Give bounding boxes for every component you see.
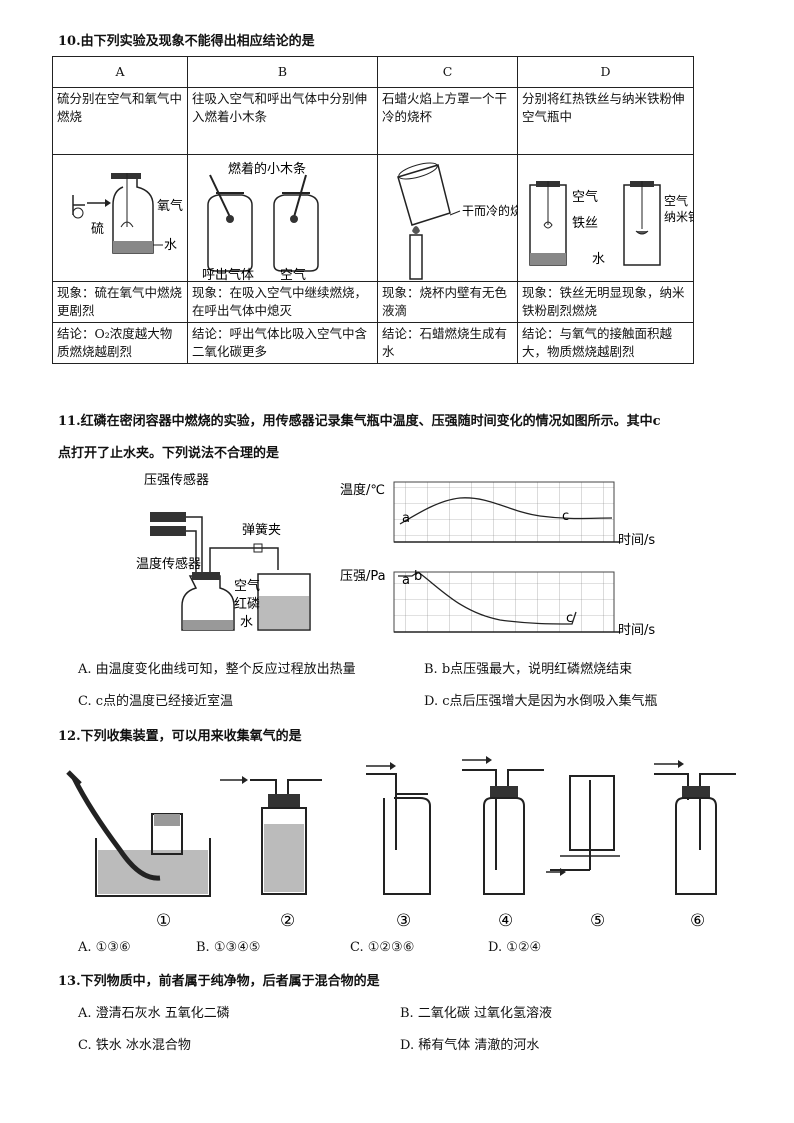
label-water-d: 水 <box>592 252 605 267</box>
temp-point-a: a <box>402 511 410 526</box>
q12-option-a: A. ①③⑥ <box>78 940 131 955</box>
label-6: ⑥ <box>690 911 705 930</box>
phenomenon-a: 现象：硫在氧气中燃烧更剧烈 <box>52 281 188 323</box>
label-2: ② <box>280 911 295 930</box>
press-ylabel: 压强/Pa <box>340 569 386 584</box>
q12-option-c: C. ①②③⑥ <box>350 940 415 955</box>
q13-option-b: B. 二氧化碳 过氧化氢溶液 <box>400 1006 552 1021</box>
q12-option-d: D. ①②④ <box>488 940 542 955</box>
q11-option-d: D. c点后压强增大是因为水倒吸入集气瓶 <box>424 694 658 709</box>
temp-xlabel: 时间/s <box>618 533 655 548</box>
label-3: ③ <box>396 911 411 930</box>
phenomenon-b: 现象：在吸入空气中继续燃烧，在呼出气体中熄灭 <box>187 281 378 323</box>
press-point-a: a <box>402 573 410 588</box>
q13-title: 13.下列物质中，前者属于纯净物，后者属于混合物的是 <box>58 974 380 989</box>
header-a: A <box>52 56 188 88</box>
label-temp-sensor: 温度传感器 <box>136 556 201 572</box>
label-spring-clip: 弹簧夹 <box>242 522 281 538</box>
desc-c: 石蜡火焰上方罩一个干冷的烧杯 <box>377 87 518 155</box>
phenomenon-c: 现象：烧杯内壁有无色液滴 <box>377 281 518 323</box>
candle-beaker-diagram: 干而冷的烧杯 <box>397 162 518 280</box>
figure-a: 氧气 硫 水 <box>52 154 188 282</box>
wooden-stick-diagram: 燃着的小木条 呼出气体 空气 <box>202 161 319 281</box>
conclusion-d: 结论：与氧气的接触面积越大，物质燃烧越剧烈 <box>517 322 694 364</box>
apparatus-2 <box>220 776 322 895</box>
temp-ylabel: 温度/℃ <box>340 482 385 498</box>
header-d: D <box>517 56 694 88</box>
phenomenon-d: 现象：铁丝无明显现象，纳米铁粉剧烈燃烧 <box>517 281 694 323</box>
label-oxygen: 氧气 <box>157 198 183 214</box>
label-pressure-sensor: 压强传感器 <box>144 472 209 488</box>
temp-point-c: c <box>562 509 569 524</box>
q10-title: 10.由下列实验及现象不能得出相应结论的是 <box>58 34 315 49</box>
label-1: ① <box>156 911 171 930</box>
conclusion-c: 结论：石蜡燃烧生成有水 <box>377 322 518 364</box>
label-red-phosphorus: 红磷 <box>234 596 260 612</box>
label-nano-iron: 纳米铁粉 <box>664 210 694 224</box>
press-point-c: c <box>566 611 573 626</box>
q13-option-a: A. 澄清石灰水 五氧化二磷 <box>78 1006 230 1021</box>
press-xlabel: 时间/s <box>618 623 655 638</box>
label-dry-cold-beaker: 干而冷的烧杯 <box>462 203 518 218</box>
label-air-b: 空气 <box>280 267 306 281</box>
label-sulfur: 硫 <box>91 222 104 237</box>
red-phosphorus-apparatus: 压强传感器 温度传感器 弹簧夹 空气 红磷 水 <box>136 472 311 631</box>
desc-b: 往吸入空气和呼出气体中分别伸入燃着小木条 <box>187 87 378 155</box>
label-iron-wire: 铁丝 <box>572 216 598 231</box>
q12-option-b: B. ①③④⑤ <box>196 940 261 955</box>
label-water-a: 水 <box>164 238 177 253</box>
figure-b: 燃着的小木条 呼出气体 空气 <box>187 154 378 282</box>
label-air-d2: 空气 <box>664 193 688 208</box>
label-air-11: 空气 <box>234 578 260 594</box>
q11-option-c: C. c点的温度已经接近室温 <box>78 694 234 709</box>
q12-title: 12.下列收集装置，可以用来收集氧气的是 <box>58 729 302 744</box>
header-c: C <box>377 56 518 88</box>
apparatus-6 <box>654 760 736 895</box>
apparatus-3 <box>366 762 431 895</box>
iron-burning-diagram: 空气 铁丝 水 空气 纳米铁粉 <box>529 181 694 267</box>
conclusion-b: 结论：呼出气体比吸入空气中含二氧化碳更多 <box>187 322 378 364</box>
conclusion-a: 结论：O₂浓度越大物质燃烧越剧烈 <box>52 322 188 364</box>
desc-d: 分别将红热铁丝与纳米铁粉伸空气瓶中 <box>517 87 694 155</box>
label-air-d1: 空气 <box>572 189 598 205</box>
q13-option-c: C. 铁水 冰水混合物 <box>78 1038 191 1053</box>
q11-title-line2: 点打开了止水夹。下列说法不合理的是 <box>58 446 280 461</box>
label-burning-stick: 燃着的小木条 <box>228 161 306 177</box>
q10-table: A B C D 硫分别在空气和氧气中燃烧 往吸入空气和呼出气体中分别伸入燃着小木… <box>52 56 694 364</box>
label-water-11: 水 <box>240 615 253 630</box>
apparatus-5 <box>546 775 620 876</box>
apparatus-1 <box>66 770 211 897</box>
header-b: B <box>187 56 378 88</box>
sulfur-burning-diagram: 氧气 硫 水 <box>72 173 183 254</box>
q11-option-b: B. b点压强最大，说明红磷燃烧结束 <box>424 662 633 677</box>
apparatus-4 <box>462 756 544 895</box>
sensor-curves: 温度/℃ a c 时间/s 压强/Pa a b c 时间/s <box>340 481 655 638</box>
press-point-b: b <box>414 569 422 584</box>
q11-title: 11.红磷在密闭容器中燃烧的实验，用传感器记录集气瓶中温度、压强随时间变化的情况… <box>58 414 661 429</box>
figure-d: 空气 铁丝 水 空气 纳米铁粉 <box>517 154 694 282</box>
q13-option-d: D. 稀有气体 清澈的河水 <box>400 1038 540 1053</box>
label-exhaled: 呼出气体 <box>202 267 254 281</box>
label-5: ⑤ <box>590 911 605 930</box>
q11-option-a: A. 由温度变化曲线可知，整个反应过程放出热量 <box>78 662 356 677</box>
collection-apparatus-row: ① ② ③ ④ ⑤ ⑥ <box>66 756 736 930</box>
figure-c: 干而冷的烧杯 <box>377 154 518 282</box>
label-4: ④ <box>498 911 513 930</box>
desc-a: 硫分别在空气和氧气中燃烧 <box>52 87 188 155</box>
